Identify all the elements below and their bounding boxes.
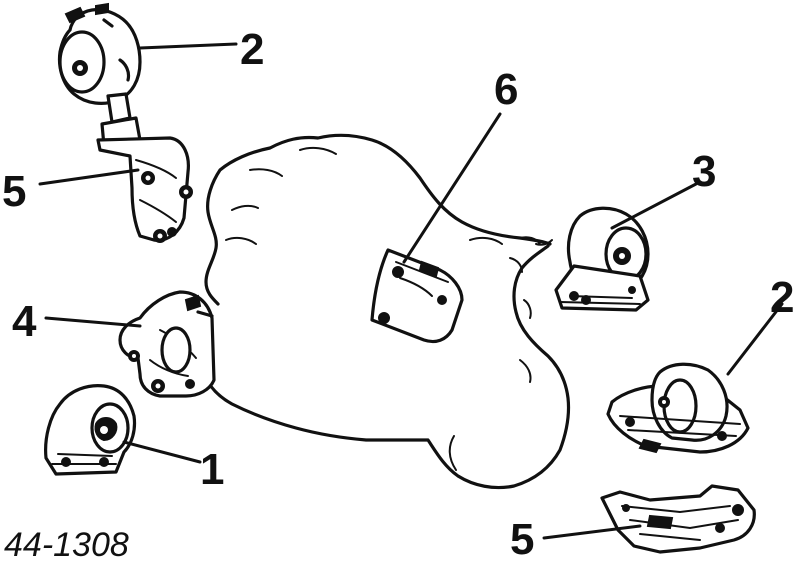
leader-lower-left-1 — [122, 440, 202, 464]
leader-lower-right-2 — [726, 302, 784, 376]
leader-top-left-2 — [138, 42, 238, 50]
callout-bottom-right-bracket: 5 — [510, 515, 534, 563]
callout-lower-left-mount: 1 — [200, 445, 224, 494]
transmission-housing — [200, 133, 571, 490]
lower-right-mount-part-2 — [606, 362, 750, 454]
callout-top-left-mount: 2 — [240, 25, 264, 74]
leader-bottom-right-5 — [542, 524, 642, 540]
left-mount-part-4 — [118, 290, 216, 398]
top-left-mount-part-2 — [57, 2, 193, 243]
callout-left-mount: 4 — [12, 297, 37, 346]
callout-top-left-bracket: 5 — [2, 167, 26, 216]
callout-lower-right-mount: 2 — [770, 273, 794, 322]
leader-center-6 — [402, 112, 502, 264]
leader-right-3 — [610, 182, 698, 230]
callout-center-bracket: 6 — [494, 65, 518, 114]
bottom-right-bracket-part-5 — [600, 484, 756, 554]
right-mount-part-3 — [554, 206, 650, 312]
leader-top-left-5 — [38, 168, 140, 186]
callout-right-mount: 3 — [692, 147, 716, 196]
leader-lines — [38, 42, 784, 540]
leader-left-4 — [44, 316, 142, 328]
part-number-label: 44-1308 — [4, 526, 129, 563]
lower-left-mount-part-1 — [44, 384, 137, 476]
center-bracket-part-6 — [370, 248, 464, 344]
